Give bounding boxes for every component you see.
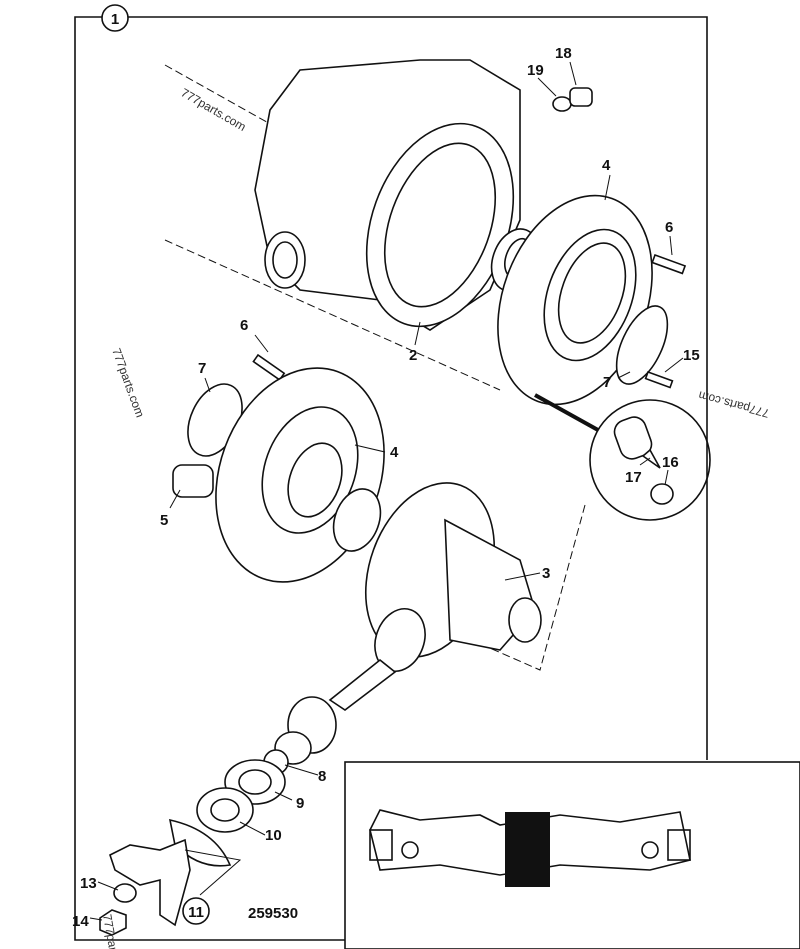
- callout-4: 4: [602, 157, 611, 174]
- sealant-tube: [172, 464, 214, 498]
- callout-2: 2: [409, 347, 417, 364]
- callout-13: 13: [80, 875, 97, 892]
- callout-6b: 6: [240, 317, 248, 334]
- roll-pin-6: [651, 253, 687, 275]
- svg-text:1: 1: [111, 11, 119, 28]
- watermark: 777parts.com: [179, 85, 249, 133]
- adjuster-nut-right: [615, 305, 669, 385]
- bearing-left: [332, 488, 382, 552]
- callout-14: 14: [72, 913, 89, 930]
- diagram-frame: [74, 16, 800, 949]
- roll-pin-15: [644, 370, 674, 389]
- highlighted-differential: [505, 812, 550, 887]
- subassembly-ref-badge: 11: [182, 897, 210, 925]
- plug-washer: [552, 87, 593, 112]
- roll-pin-6b: [252, 353, 286, 382]
- watermark: 777parts.com: [109, 346, 147, 419]
- leader-lines: [89, 61, 684, 921]
- callout-labels: 2 3 4 4 5 6 6 7 7 8 9 10 13 14 15 16 17 …: [72, 45, 700, 930]
- pinion-shaft: [328, 608, 426, 711]
- callout-4b: 4: [390, 444, 399, 461]
- svg-text:11: 11: [188, 904, 204, 921]
- callout-16: 16: [662, 454, 679, 471]
- callout-6: 6: [665, 219, 673, 236]
- callout-7b: 7: [603, 374, 611, 391]
- callout-17: 17: [625, 469, 642, 486]
- callout-15: 15: [683, 347, 700, 364]
- callout-5: 5: [160, 512, 168, 529]
- drive-yoke-flange: [99, 838, 191, 936]
- oil-seal-10: [196, 787, 254, 833]
- sealant-detail: [534, 393, 711, 521]
- right-differential-carrier: [497, 194, 653, 406]
- callout-3: 3: [542, 565, 550, 582]
- callout-8: 8: [318, 768, 326, 785]
- axle-location-inset: [369, 809, 691, 887]
- callout-18: 18: [555, 45, 572, 62]
- callout-19: 19: [527, 62, 544, 79]
- watermark: 777parts.com: [697, 388, 771, 420]
- drawing-number: 259530: [248, 905, 298, 922]
- axle-housing: [254, 59, 521, 331]
- callout-10: 10: [265, 827, 282, 844]
- figure-number-badge: 1: [101, 4, 129, 32]
- callout-9: 9: [296, 795, 304, 812]
- callout-7: 7: [198, 360, 206, 377]
